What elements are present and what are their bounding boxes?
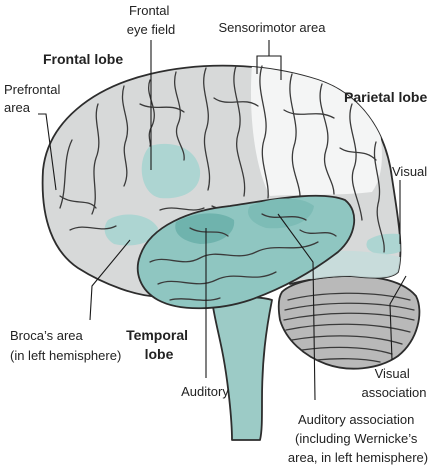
labels: Frontal eye field Sensorimotor area Fron… [4, 3, 428, 465]
label-prefrontal-area: Prefrontal area [4, 82, 64, 115]
visual-region [366, 233, 401, 255]
label-temporal-lobe: Temporal lobe [126, 327, 192, 362]
leader-sensorimotor-bracket [256, 40, 282, 80]
label-visual: Visual [392, 164, 427, 179]
sensorimotor-region [250, 65, 382, 196]
brainstem [211, 296, 273, 441]
leader-brocas [89, 239, 131, 321]
auditory-region [175, 213, 235, 244]
label-brocas-area: Broca’s area (in left hemisphere) [10, 328, 121, 363]
label-parietal-lobe: Parietal lobe [344, 89, 427, 105]
auditory-association-region [247, 198, 314, 229]
frontal-eye-field-region [141, 143, 201, 199]
leader-auditory-association [277, 213, 316, 401]
label-frontal-lobe: Frontal lobe [43, 51, 123, 67]
label-sensorimotor-area: Sensorimotor area [219, 20, 327, 35]
label-frontal-eye-field: Frontal eye field [127, 3, 175, 37]
temporal-lobe [136, 194, 356, 310]
leader-prefrontal [38, 113, 57, 191]
label-auditory: Auditory [181, 384, 229, 399]
brocas-area-region [104, 214, 158, 246]
label-auditory-association: Auditory association (including Wernicke… [288, 412, 428, 465]
leader-visual-association [389, 275, 407, 361]
label-visual-association: Visual association [361, 366, 426, 400]
leader-lines [38, 40, 407, 401]
